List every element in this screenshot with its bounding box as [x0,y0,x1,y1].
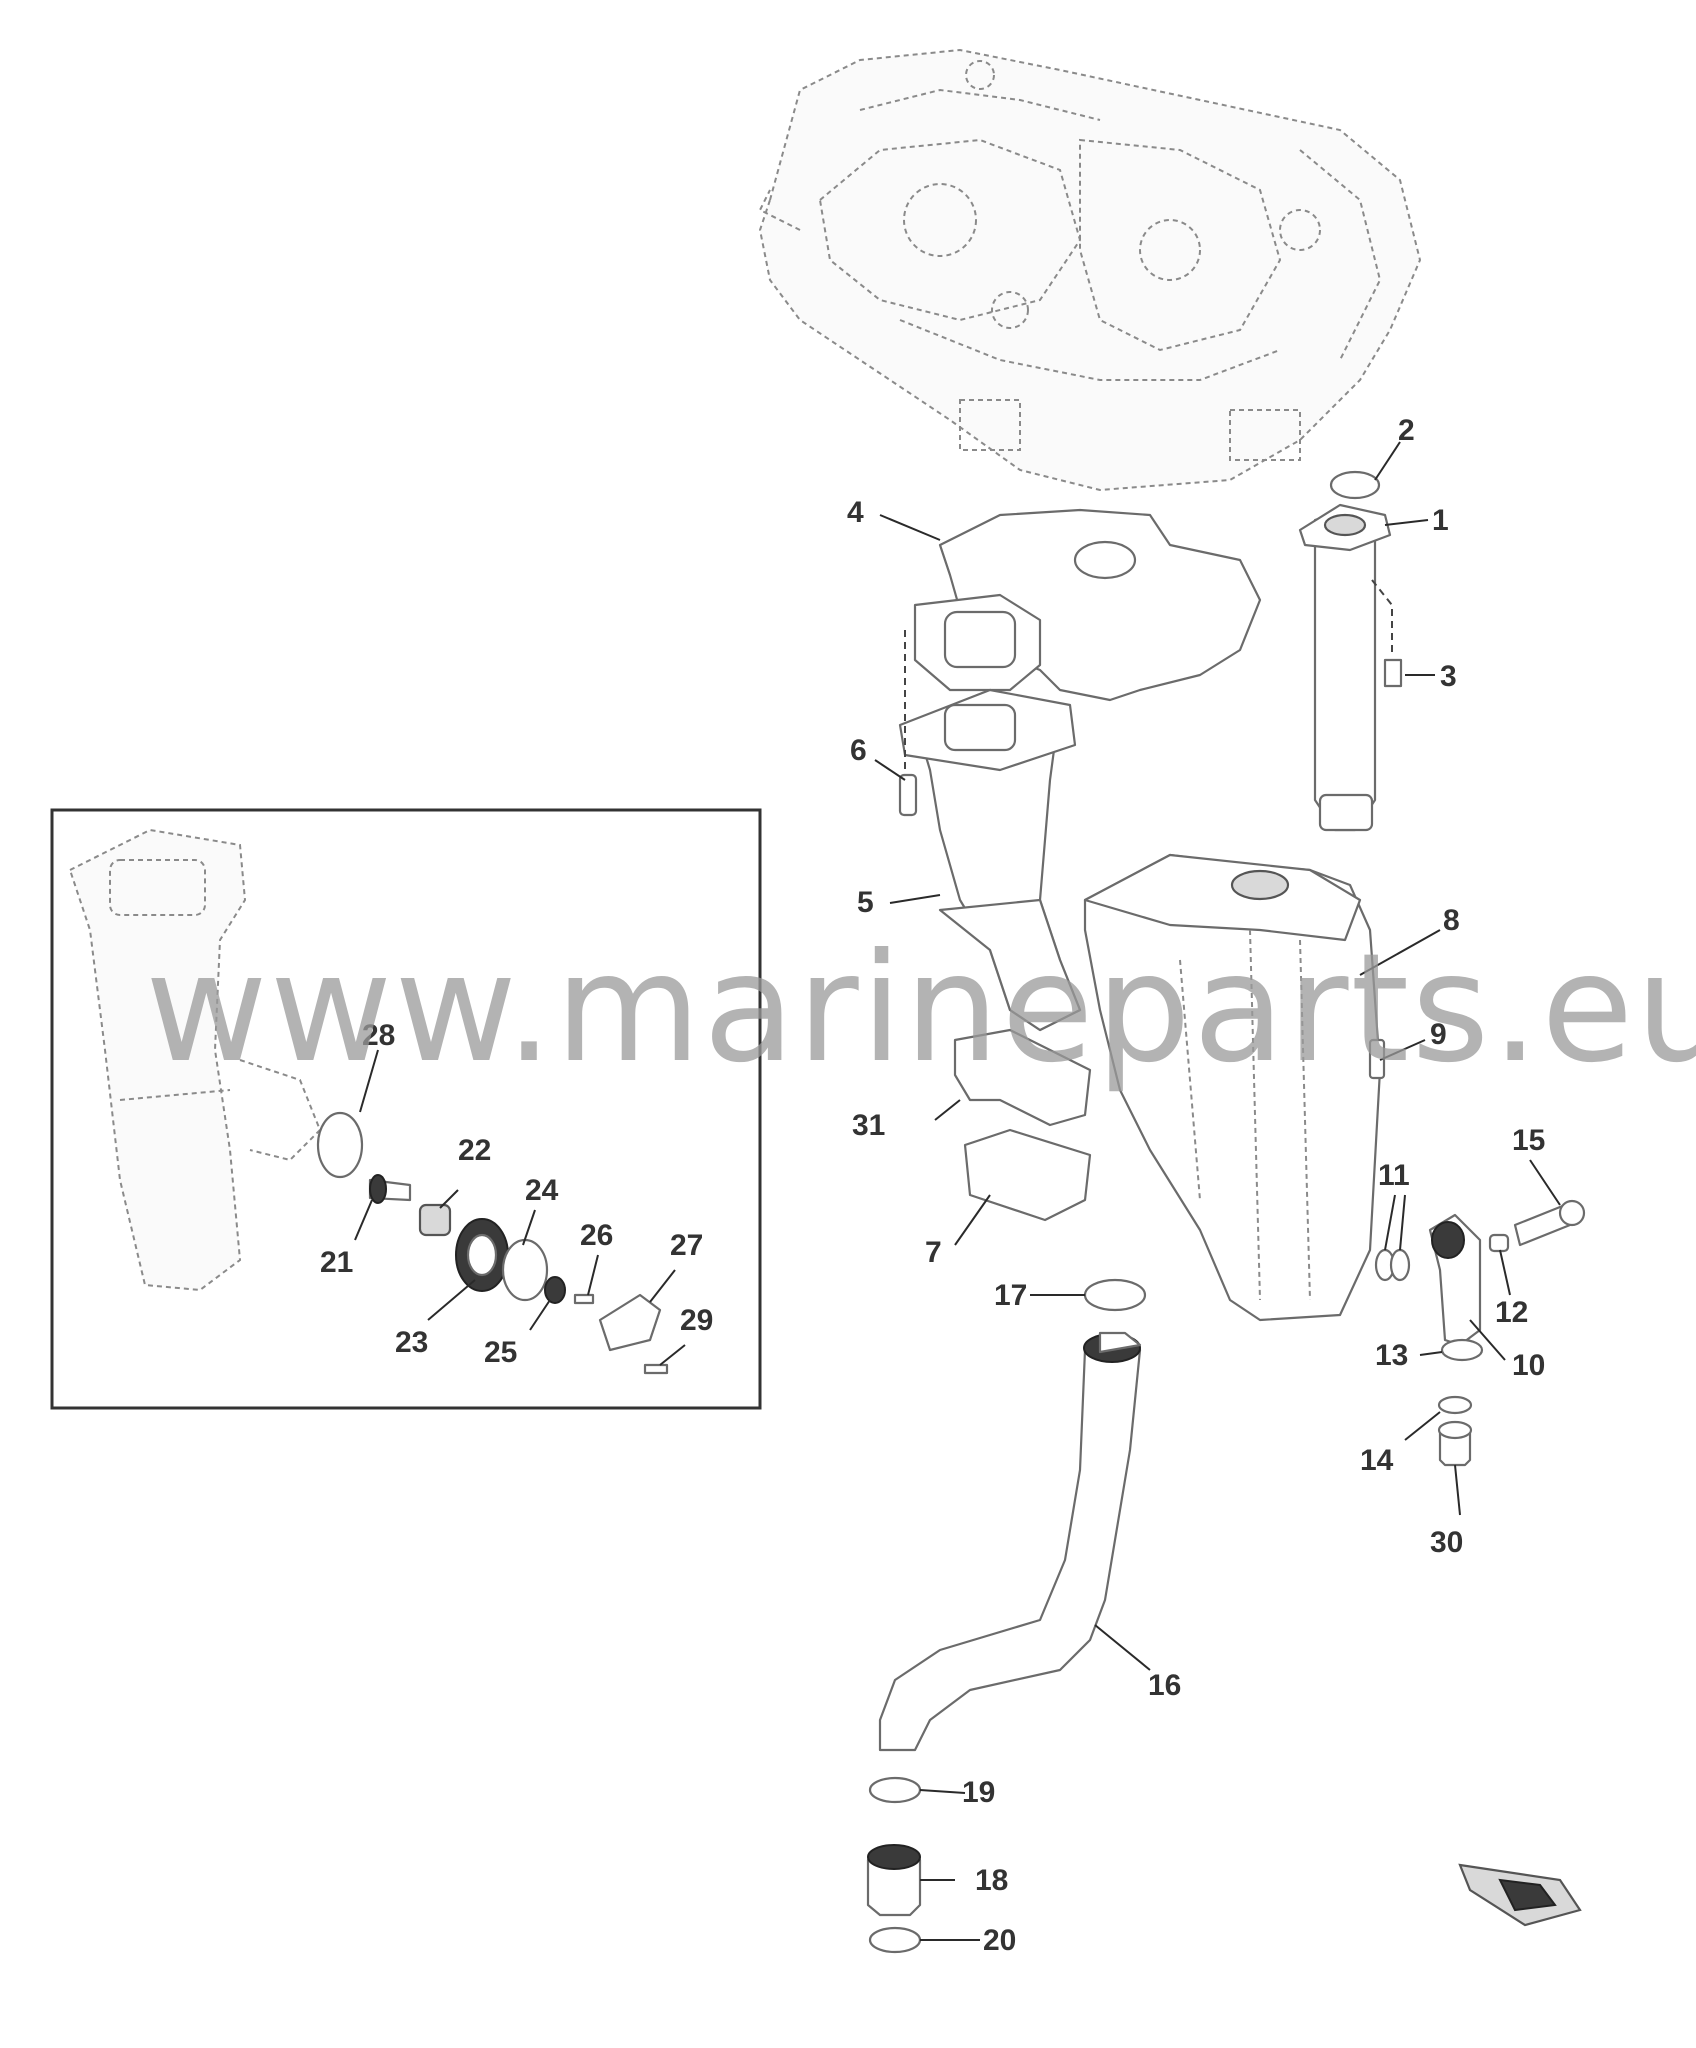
part-1-tube [1298,503,1392,832]
part-10-elbow [1428,1213,1482,1347]
part-31-bracket [953,1028,1092,1127]
part-5-exhaust-pipe [898,688,1082,1032]
part-7-seal [963,1128,1092,1222]
callout-18: 18 [975,1864,1008,1897]
callout-12: 12 [1495,1296,1528,1329]
part-12-ring [1488,1233,1510,1253]
callout-16: 16 [1148,1669,1181,1702]
part-27-clamp [598,1293,662,1352]
callout-27: 27 [670,1229,703,1262]
callout-24: 24 [525,1174,559,1207]
part-15-bolt [1513,1199,1586,1247]
callout-10: 10 [1512,1349,1545,1382]
part-25-washer [544,1276,566,1304]
part-2-o-ring [1329,470,1381,500]
callout-1: 1 [1432,504,1449,537]
part-8-oil-pan [1083,853,1382,1322]
watermark-text: www.marineparts.eu [145,922,1696,1096]
callout-8: 8 [1443,904,1460,937]
part-14-washer [1437,1395,1473,1415]
part-26-screw [573,1293,595,1305]
part-24-plate [501,1238,549,1302]
part-4-gasket [913,508,1262,702]
boat-orientation-icon [1458,1863,1582,1927]
callout-17: 17 [994,1279,1027,1312]
part-19-ring [868,1776,922,1804]
callout-3: 3 [1440,660,1457,693]
callout-6: 6 [850,734,867,767]
inset-detail [50,808,762,1410]
callout-30: 30 [1430,1526,1463,1559]
callout-28: 28 [362,1019,395,1052]
part-30-drain-plug [1437,1420,1473,1467]
part-20-ring [868,1926,922,1954]
part-13-washer [1440,1338,1484,1362]
callout-22: 22 [458,1134,491,1167]
part-18-sleeve [866,1844,922,1917]
part-29-screw [643,1363,669,1375]
callout-25: 25 [484,1336,517,1369]
callout-7: 7 [925,1236,942,1269]
callout-9: 9 [1430,1018,1447,1051]
callout-14: 14 [1360,1444,1394,1477]
callout-5: 5 [857,886,874,919]
callout-13: 13 [1375,1339,1408,1372]
callout-29: 29 [680,1304,713,1337]
callout-2: 2 [1398,414,1415,447]
callout-11: 11 [1378,1159,1410,1192]
callout-20: 20 [983,1924,1016,1957]
part-16-hose [878,1331,1142,1752]
part-28-gasket [316,1111,364,1179]
part-17-o-ring [1083,1278,1147,1312]
part-21-impeller-shaft [368,1174,412,1204]
callout-31: 31 [852,1109,885,1142]
part-23-housing [455,1218,509,1292]
callout-19: 19 [962,1776,995,1809]
part-11-o-rings [1374,1248,1411,1282]
callout-23: 23 [395,1326,428,1359]
part-22-spring [418,1203,452,1237]
engine-block-outline [758,48,1422,492]
leader-lines [354,441,1561,1941]
callout-4: 4 [847,496,864,529]
callout-21: 21 [320,1246,353,1279]
callout-26: 26 [580,1219,613,1252]
part-6-pin [898,630,918,817]
part-3-bolt [1371,579,1403,688]
callout-15: 15 [1512,1124,1545,1157]
